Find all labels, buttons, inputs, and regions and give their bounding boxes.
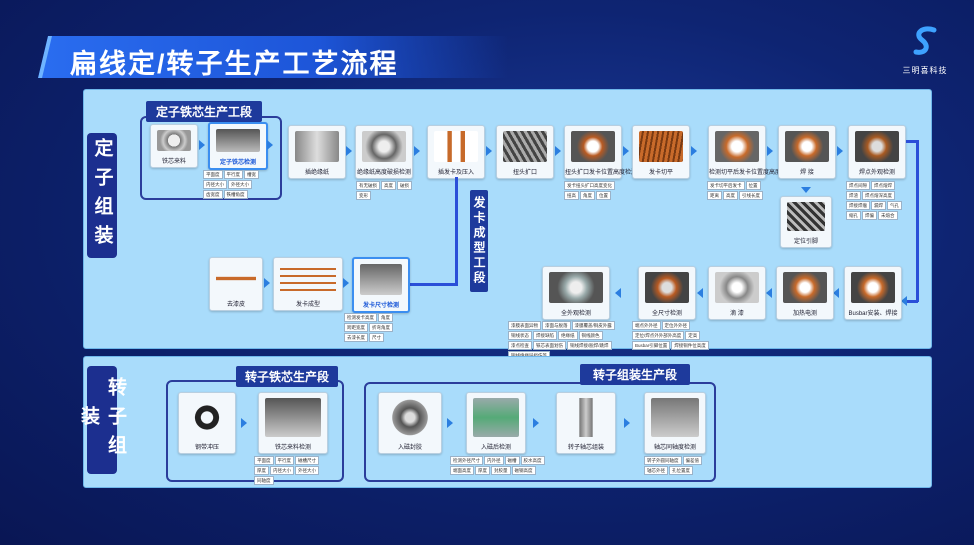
arrow xyxy=(343,278,349,288)
step-magnet-glue: 入磁封胶 xyxy=(378,392,442,454)
tags-post-magnet: 检测外径尺寸内外径磁槽胶水高度端面高度厚度封胶量磁钢高度 xyxy=(450,456,554,475)
rotor-core-section-label: 转子铁芯生产段 xyxy=(236,366,338,387)
tags-weld-check: 焊点间隙焊点熔焊焊渣焊点熔深高度焊接焊瘤漏焊气孔缩孔焊偏未熔合 xyxy=(846,181,910,220)
step-twist-height-check: 扭头扩口发卡位置高度检测 xyxy=(564,125,637,179)
page-title: 扁线定/转子生产工艺流程 xyxy=(70,49,399,79)
arrow xyxy=(267,140,273,150)
arrow xyxy=(555,146,561,156)
step-insert-insulation: 插绝缘纸 xyxy=(288,125,346,179)
step-heat-test: 加热电测 xyxy=(776,266,834,320)
arrow xyxy=(447,418,453,428)
tags-core-inspection: 平面度平行度槽宽内径大小外径大小齿宽度铁槽角度 xyxy=(203,170,271,199)
arrow xyxy=(414,146,420,156)
step-positioning-pin: 定位引脚 xyxy=(780,196,832,248)
step-varnish: 滴 漆 xyxy=(708,266,766,320)
step-hairpin-flatten: 发卡切平 xyxy=(632,125,690,179)
tags-insulation-check: 有无破损高度破损变形 xyxy=(356,181,412,200)
tags-rotor-core: 平面度平行度磁槽尺寸厚度内径大小外径大小同轴度 xyxy=(254,456,334,485)
tags-shaft-coaxiality: 转子外圆同轴度偏差值轴芯外径孔位置度 xyxy=(644,456,706,475)
step-hairpin-forming: 发卡成型 xyxy=(273,257,343,311)
step-shaft-assembly: 转子轴芯组装 xyxy=(556,392,616,454)
arrow xyxy=(691,146,697,156)
step-strip-enamel: 去漆皮 xyxy=(209,257,263,311)
tags-full-appearance: 漆膜表面异物漆面与脱落漆膜覆盖/铜皮外露铜线状态焊接缺陷绝缘纸铜线颜色漆点检查铁… xyxy=(508,321,624,360)
tags-twist-height: 发卡扭头扩口高度变化扭高角度位置 xyxy=(564,181,624,200)
arrow xyxy=(901,296,907,306)
step-shaft-coaxiality-check: 轴芯同轴度检测 xyxy=(644,392,706,454)
step-steel-stamping: 钢带冲压 xyxy=(178,392,236,454)
step-twist-expand: 扭头扩口 xyxy=(496,125,554,179)
logo-text: 三明喜科技 xyxy=(902,66,948,75)
arrow xyxy=(486,146,492,156)
step-post-magnet-check: 入磁后检测 xyxy=(466,392,526,454)
step-weld-appearance-check: 焊点外观检测 xyxy=(848,125,906,179)
arrow xyxy=(766,288,772,298)
logo-icon xyxy=(913,26,937,55)
arrow xyxy=(837,146,843,156)
step-busbar: Busbar安装、焊接 xyxy=(844,266,902,320)
arrow xyxy=(533,418,539,428)
stator-tab: 定子组装 xyxy=(87,133,117,258)
arrow xyxy=(767,146,773,156)
arrow xyxy=(346,146,352,156)
step-insert-hairpin: 插发卡及压入 xyxy=(427,125,485,179)
step-stator-core-inspection: 定子铁芯检测 xyxy=(208,122,268,170)
stator-core-section-label: 定子铁芯生产工段 xyxy=(146,101,262,122)
step-welding: 焊 接 xyxy=(778,125,836,179)
step-flatten-position-check: 检测切平后发卡位置度高度 xyxy=(708,125,781,179)
tags-hairpin-dimension: 检测发卡高度角度跨距宽度折弯角度去漆长度尺寸 xyxy=(344,313,416,342)
hairpin-section-label: 发卡成型工段 xyxy=(470,190,488,292)
step-insulation-check: 绝缘纸高度破损检测 xyxy=(355,125,413,179)
arrow xyxy=(623,146,629,156)
step-full-dimension-check: 全尺寸检测 xyxy=(638,266,696,320)
arrow xyxy=(615,288,621,298)
arrow xyxy=(833,288,839,298)
arrow xyxy=(624,418,630,428)
step-rotor-core-inspection: 铁芯来料检测 xyxy=(258,392,328,454)
arrow xyxy=(801,187,811,193)
title-bar xyxy=(38,36,508,78)
rotor-assembly-section-label: 转子组装生产段 xyxy=(580,364,690,385)
rotor-assembly-section xyxy=(364,382,716,482)
rotor-tab: 转子组装 xyxy=(78,366,126,474)
tags-flatten-check: 发卡切平后发卡位置距离高度引线长度 xyxy=(707,181,773,200)
arrow xyxy=(241,418,247,428)
step-core-incoming: 铁芯来料 xyxy=(150,124,198,168)
step-full-appearance-check: 全外观检测 xyxy=(542,266,610,320)
arrow xyxy=(264,278,270,288)
company-logo: 三明喜科技 xyxy=(900,24,950,76)
arrow xyxy=(697,288,703,298)
arrow xyxy=(199,140,205,150)
step-hairpin-dimension-check: 发卡尺寸检测 xyxy=(352,257,410,313)
